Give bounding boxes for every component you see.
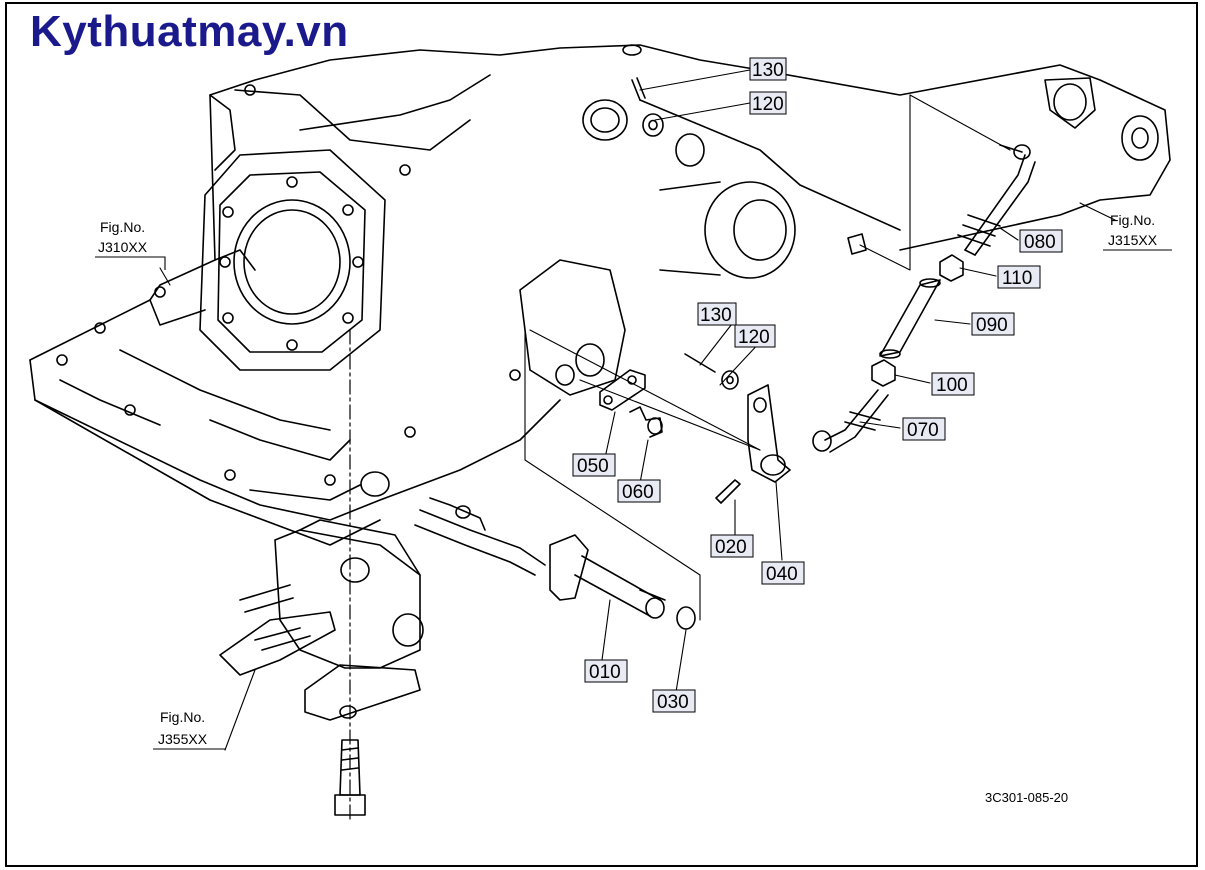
part-number-text: 010 [589,662,621,683]
part-label-030[interactable]: 030 [652,689,696,713]
part-label-130-upper[interactable]: 130 [749,57,787,81]
part-number-text: 120 [738,327,770,348]
part-label-050[interactable]: 050 [572,453,616,477]
part-label-090[interactable]: 090 [971,312,1015,336]
fig-ref-line1: Fig.No. [160,709,205,725]
part-label-080[interactable]: 080 [1019,229,1063,253]
fig-ref-j310xx[interactable]: Fig.No. J310XX [95,219,166,270]
split-pin-130-upper [631,77,646,101]
control-valve [219,497,546,816]
part-label-110[interactable]: 110 [997,265,1041,289]
watermark-logo: Kythuatmay.vn [30,7,349,56]
fig-ref-line1: Fig.No. [1110,212,1155,228]
part-number-text: 090 [976,315,1008,336]
label-leaders [159,202,1116,751]
nut-100 [871,359,896,387]
part-number-text: 130 [752,60,784,81]
plate-050 [599,369,646,411]
drawing-id: 3C301-085-20 [985,790,1069,805]
part-number-text: 050 [577,456,609,477]
part-number-text: 020 [715,537,747,558]
leader-lines [524,69,1011,621]
threaded-rod-080 [957,144,1036,256]
bent-rod-070 [812,389,889,453]
part-label-100[interactable]: 100 [931,372,975,396]
fig-ref-code: J355XX [158,731,208,747]
part-number-text: 060 [622,482,654,503]
nut-110 [939,254,964,282]
washer-120-upper [642,113,664,137]
fig-ref-j355xx[interactable]: Fig.No. J355XX [153,709,226,750]
o-ring-030 [676,606,696,630]
part-number-text: 030 [657,692,689,713]
lever-040 [747,384,791,483]
pin-020 [715,479,741,504]
part-number-text: 070 [907,420,939,441]
part-number-text: 110 [1002,268,1032,289]
transmission-housing [29,44,1171,546]
part-label-130-lower[interactable]: 130 [697,302,737,326]
shaft-010 [549,534,666,619]
part-label-070[interactable]: 070 [902,417,946,441]
split-pin-130-lower [684,353,716,373]
part-number-text: 100 [936,375,968,396]
part-number-text: 120 [752,94,784,115]
part-number-text: 080 [1024,232,1056,253]
fig-ref-code: J310XX [98,239,148,255]
fig-ref-line1: Fig.No. [100,219,145,235]
part-number-text: 040 [766,564,798,585]
bolt-060 [629,406,663,438]
part-label-010[interactable]: 010 [584,659,628,683]
turnbuckle-tube-090 [879,278,941,359]
fig-ref-code: J315XX [1108,232,1158,248]
part-label-040[interactable]: 040 [761,561,805,585]
washer-120-lower [721,370,739,390]
part-label-120-lower[interactable]: 120 [734,324,776,348]
part-label-120-upper[interactable]: 120 [749,91,787,115]
part-label-060[interactable]: 060 [617,479,661,503]
diagram-border [5,2,1198,867]
fig-ref-j315xx[interactable]: Fig.No. J315XX [1103,212,1172,251]
part-label-020[interactable]: 020 [710,534,754,558]
part-number-text: 130 [700,305,732,326]
